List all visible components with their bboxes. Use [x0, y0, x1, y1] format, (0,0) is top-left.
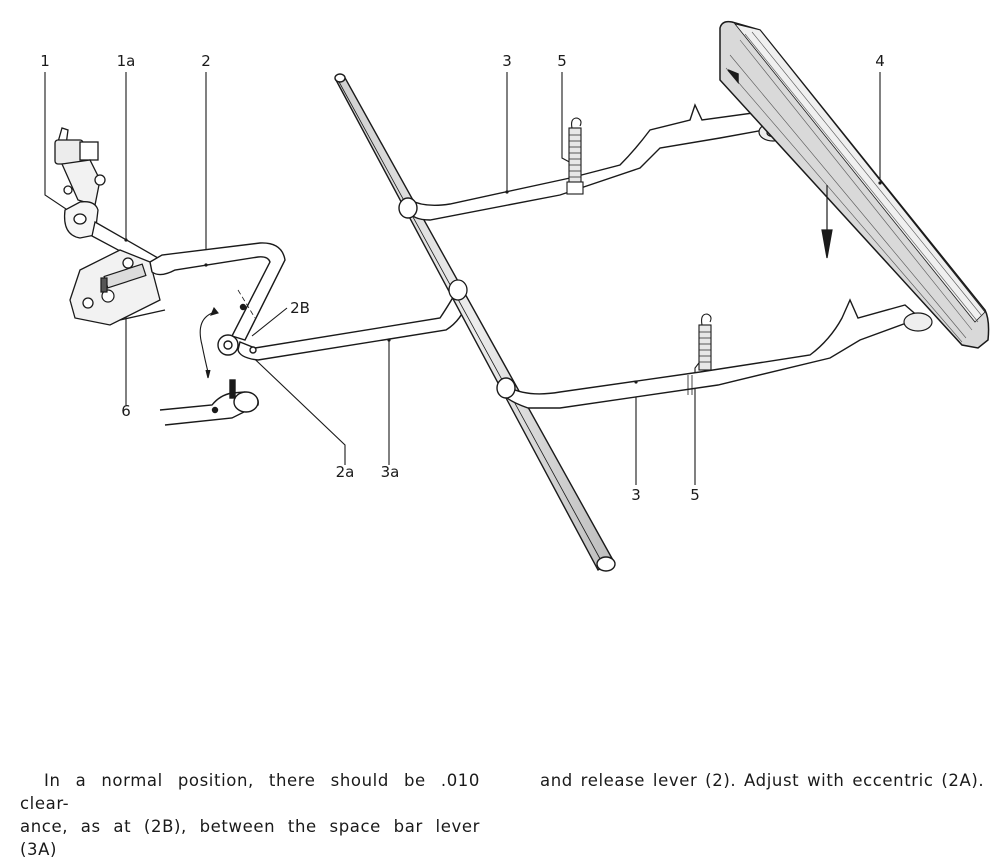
callout-part-5-bottom: 5 [690, 486, 700, 504]
callout-part-1: 1 [40, 52, 50, 70]
press-direction-arrow [821, 185, 833, 259]
callout-part-3a: 3a [380, 463, 400, 481]
callout-part-3-top: 3 [502, 52, 512, 70]
leader-2B [251, 307, 288, 337]
callout-part-3-bottom: 3 [631, 486, 641, 504]
part-5-lower-spring [698, 313, 712, 371]
callout-part-2B: 2B [290, 299, 310, 317]
caption-column-left: In a normal position, there should be .0… [20, 769, 480, 861]
space-bar-mechanism-illustration [44, 20, 990, 572]
callout-part-1a: 1a [116, 52, 136, 70]
part-5-upper-spring [566, 117, 584, 195]
caption-left-line-1: In a normal position, there should be .0… [20, 771, 480, 813]
caption-left-line-2: ance, as at (2B), between the space bar … [20, 817, 480, 859]
part-4-space-bar [719, 20, 990, 349]
leader-1 [44, 72, 76, 216]
lower-trip-arm [159, 379, 259, 426]
part-1-escapement-bracket [54, 127, 106, 239]
shaft-collars [448, 279, 468, 301]
callout-part-2: 2 [201, 52, 211, 70]
callout-part-5-top: 5 [557, 52, 567, 70]
part-6-stud [100, 263, 147, 303]
part-2-release-lever [149, 242, 286, 356]
part-3a-space-bar-lever [237, 286, 469, 361]
caption-column-right: and release lever (2). Adjust with eccen… [540, 769, 990, 792]
part-3-lower-lever [496, 298, 922, 409]
callout-leaders [44, 72, 881, 485]
leader-2a [239, 344, 346, 465]
detail-dots [124, 181, 882, 384]
eccentric-rotation-arrow [199, 306, 219, 379]
caption-right-line-1: and release lever (2). Adjust with eccen… [540, 771, 985, 790]
lower-roller [903, 312, 933, 332]
part-3-upper-lever [398, 103, 777, 221]
callout-part-6: 6 [121, 402, 131, 420]
callout-part-4: 4 [875, 52, 885, 70]
callout-part-2a: 2a [335, 463, 355, 481]
